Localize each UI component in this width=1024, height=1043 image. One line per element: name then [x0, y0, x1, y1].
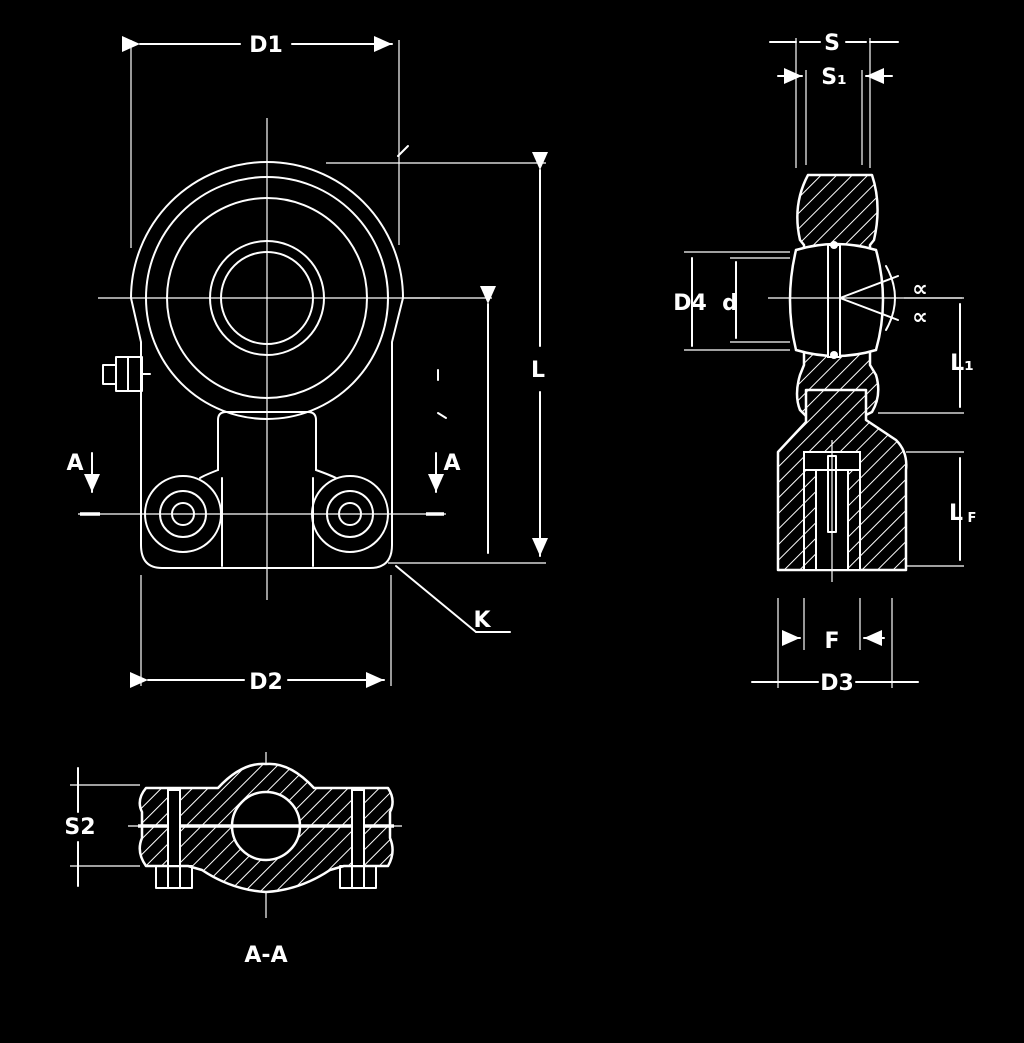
- front-view: [78, 36, 548, 688]
- label-f: F: [824, 629, 839, 654]
- label-lf-main: L: [949, 501, 963, 526]
- label-section-a-left: A: [66, 451, 83, 476]
- label-alpha-top: ∝: [912, 277, 928, 302]
- label-l: L: [531, 358, 545, 383]
- label-s2: S2: [64, 815, 95, 840]
- side-view: [684, 38, 964, 688]
- label-d: d: [722, 291, 738, 316]
- label-d4: D4: [673, 291, 707, 316]
- label-lf: L F: [949, 501, 976, 526]
- label-d1: D1: [249, 33, 283, 58]
- label-s1: S₁: [821, 65, 846, 90]
- section-a-a-view: [70, 752, 402, 918]
- label-d2: D2: [249, 670, 283, 695]
- label-lf-sub: F: [968, 511, 977, 526]
- label-d3: D3: [820, 671, 854, 696]
- label-alpha-bottom: ∝: [912, 305, 928, 330]
- label-l1: L₁: [950, 351, 974, 376]
- section-caption: A-A: [244, 943, 287, 968]
- label-s: S: [824, 31, 840, 56]
- label-k: K: [473, 608, 491, 633]
- label-section-a-right: A: [443, 451, 460, 476]
